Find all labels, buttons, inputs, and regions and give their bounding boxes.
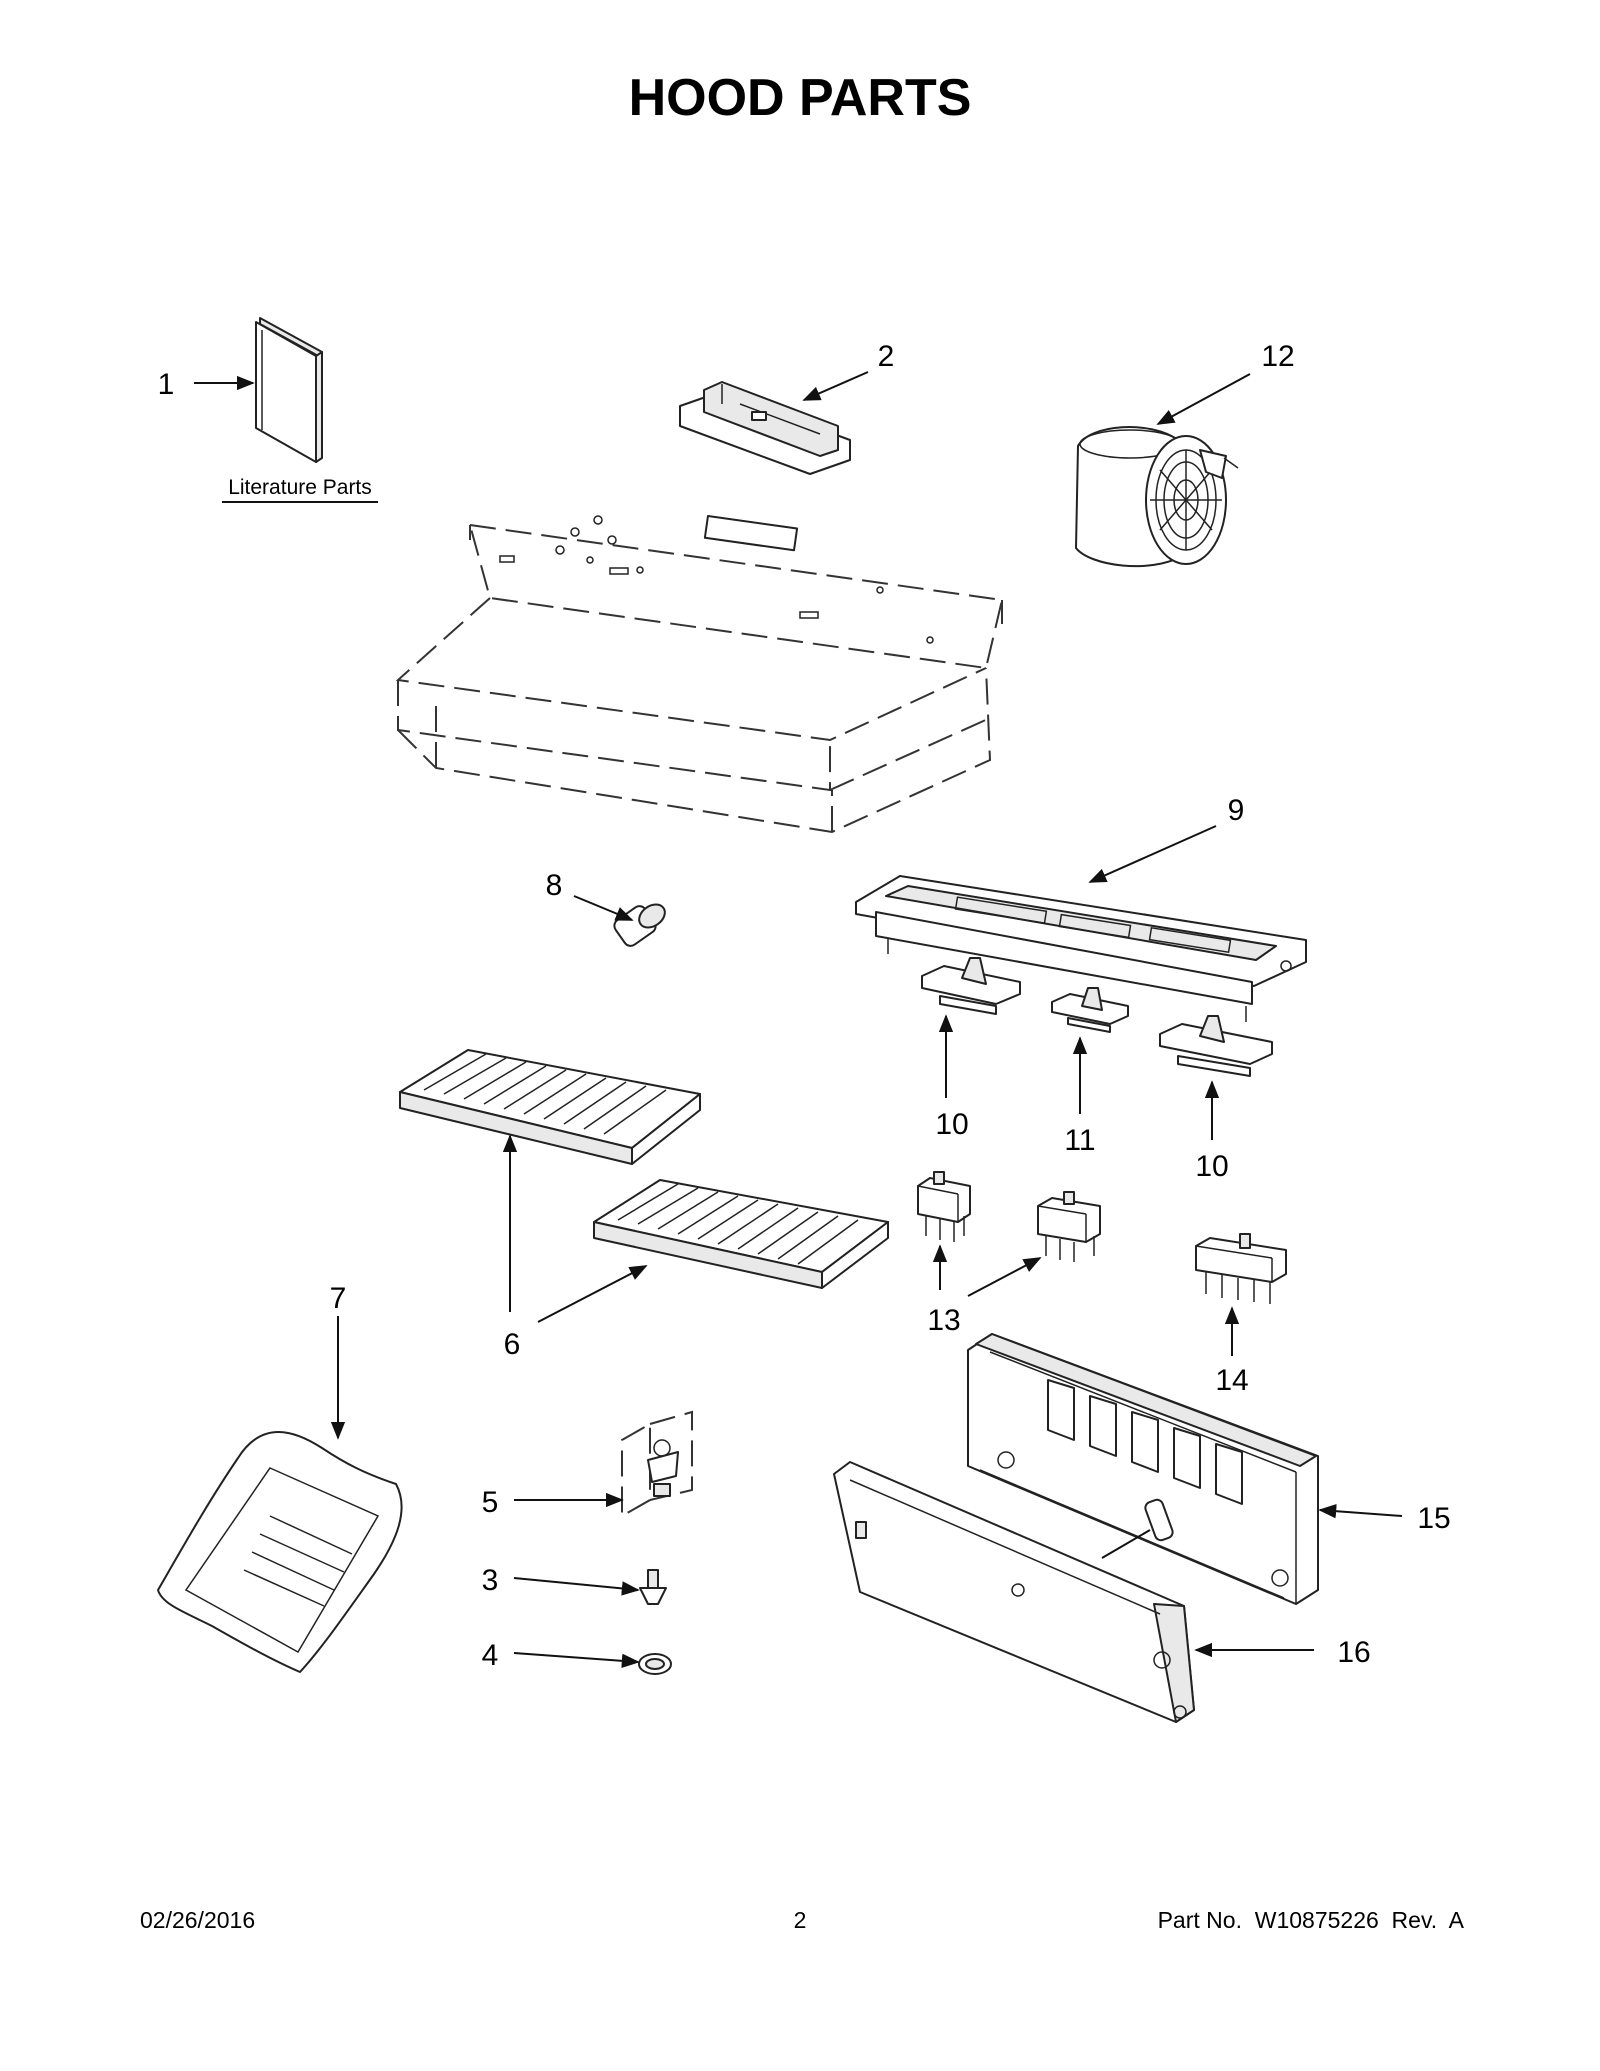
control-housing-part bbox=[855, 875, 1307, 1022]
control-bracket-part bbox=[967, 1333, 1319, 1605]
callout-14: 14 bbox=[1215, 1364, 1248, 1397]
literature-parts-label: Literature Parts bbox=[228, 476, 372, 499]
callout-3: 3 bbox=[482, 1564, 499, 1597]
callout-15: 15 bbox=[1417, 1502, 1450, 1535]
lamp-socket-part bbox=[621, 1410, 693, 1518]
callout-13: 13 bbox=[927, 1304, 960, 1337]
grease-filter-upper-part bbox=[399, 1049, 701, 1165]
grease-filter-lower-part bbox=[593, 1179, 889, 1289]
callout-7: 7 bbox=[330, 1282, 347, 1315]
callout-10-right: 10 bbox=[1195, 1150, 1228, 1183]
callout-4: 4 bbox=[482, 1639, 499, 1672]
callout-5: 5 bbox=[482, 1486, 499, 1519]
callout-12: 12 bbox=[1261, 340, 1294, 373]
slide-switch-left-part bbox=[917, 1171, 971, 1242]
footer-part-number: Part No. W10875226 Rev. A bbox=[1158, 1907, 1465, 1933]
control-knob-right-part bbox=[1159, 1015, 1273, 1077]
callout-10-left: 10 bbox=[935, 1108, 968, 1141]
control-knob-middle-part bbox=[1051, 987, 1129, 1033]
footer-page-number: 2 bbox=[794, 1907, 807, 1933]
damper-bracket-part bbox=[679, 381, 851, 475]
callout-11: 11 bbox=[1064, 1124, 1095, 1157]
selector-switch-part bbox=[1195, 1233, 1287, 1304]
callout-6: 6 bbox=[504, 1328, 521, 1361]
callout-16: 16 bbox=[1337, 1636, 1370, 1669]
hood-body-outline bbox=[395, 514, 1004, 834]
callout-9: 9 bbox=[1228, 794, 1245, 827]
slide-switch-middle-part bbox=[1037, 1191, 1101, 1262]
callout-1: 1 bbox=[158, 368, 175, 401]
callout-2: 2 bbox=[878, 340, 895, 373]
leader-lines bbox=[194, 371, 1403, 1669]
callout-8: 8 bbox=[546, 869, 563, 902]
footer-date: 02/26/2016 bbox=[140, 1907, 255, 1933]
control-panel-cover-part bbox=[833, 1461, 1195, 1723]
installation-sheet-part bbox=[157, 1431, 403, 1673]
page-title: HOOD PARTS bbox=[629, 69, 972, 127]
halogen-lamp-part bbox=[639, 1569, 667, 1605]
literature-book-part bbox=[255, 317, 323, 463]
blower-motor-part bbox=[1075, 426, 1239, 568]
bushing-part bbox=[613, 903, 666, 947]
control-knob-left-part bbox=[921, 957, 1021, 1015]
lamp-lens-part bbox=[638, 1653, 672, 1675]
